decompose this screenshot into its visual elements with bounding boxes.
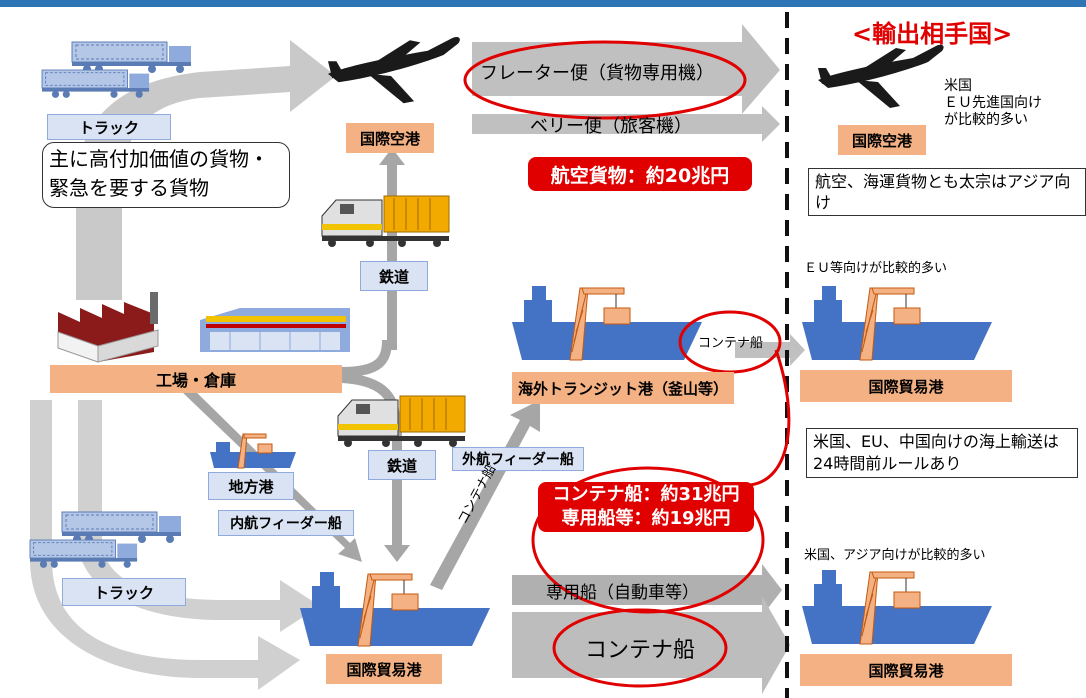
seaport-right-mid-label: 国際貿易港 [800,370,1012,402]
special-ship-value: 専用船等：約19兆円 [561,508,731,529]
domestic-feeder-label: 内航フィーダー船 [218,510,354,536]
eu-note: ＥＵ等向けが比較的多い [804,261,948,276]
seaport-right-bottom-label: 国際貿易港 [800,654,1012,686]
rail-label-top: 鉄道 [360,261,428,291]
advance-rule-note-box: 米国、EU、中国向けの海上輸送は24時間前ルールあり [806,428,1078,478]
airport-left-label: 国際空港 [346,123,434,153]
overseas-feeder-label: 外航フィーダー船 [452,447,584,471]
us-eu-note: 米国 ＥＵ先進国向け が比較的多い [944,78,1042,128]
seaport-bottom-label: 国際貿易港 [326,654,442,684]
us-asia-note: 米国、アジア向けが比較的多い [804,548,986,563]
high-value-cargo-note: 主に高付加価値の貨物・緊急を要する貨物 [42,142,290,208]
air-cargo-value-badge: 航空貨物：約20兆円 [528,157,752,191]
transit-port-label: 海外トランジット港（釜山等） [512,372,734,404]
top-accent-bar [0,0,1086,7]
container-value: コンテナ船：約31兆円 [552,484,740,505]
freighter-flight-text: フレーター便（貨物専用機） [480,63,714,84]
container-ship-bottom-text: コンテナ船 [585,638,696,663]
airport-right-label: 国際空港 [838,125,926,155]
destination-title: <輸出相手国> [852,20,1013,48]
asia-note-box: 航空、海運貨物とも太宗はアジア向け [808,168,1086,216]
belly-flight-text: ベリー便（旅客機） [530,116,692,137]
local-port-label: 地方港 [208,472,294,500]
truck-label-top: トラック [47,114,171,140]
rail-label-mid: 鉄道 [368,450,436,480]
special-ship-text: 専用船（自動車等） [546,583,699,603]
container-ship-small-text: コンテナ船 [698,336,764,351]
sea-value-badge: コンテナ船：約31兆円 専用船等：約19兆円 [538,482,754,532]
factory-warehouse-label: 工場・倉庫 [50,365,342,393]
truck-label-bottom: トラック [62,578,186,606]
